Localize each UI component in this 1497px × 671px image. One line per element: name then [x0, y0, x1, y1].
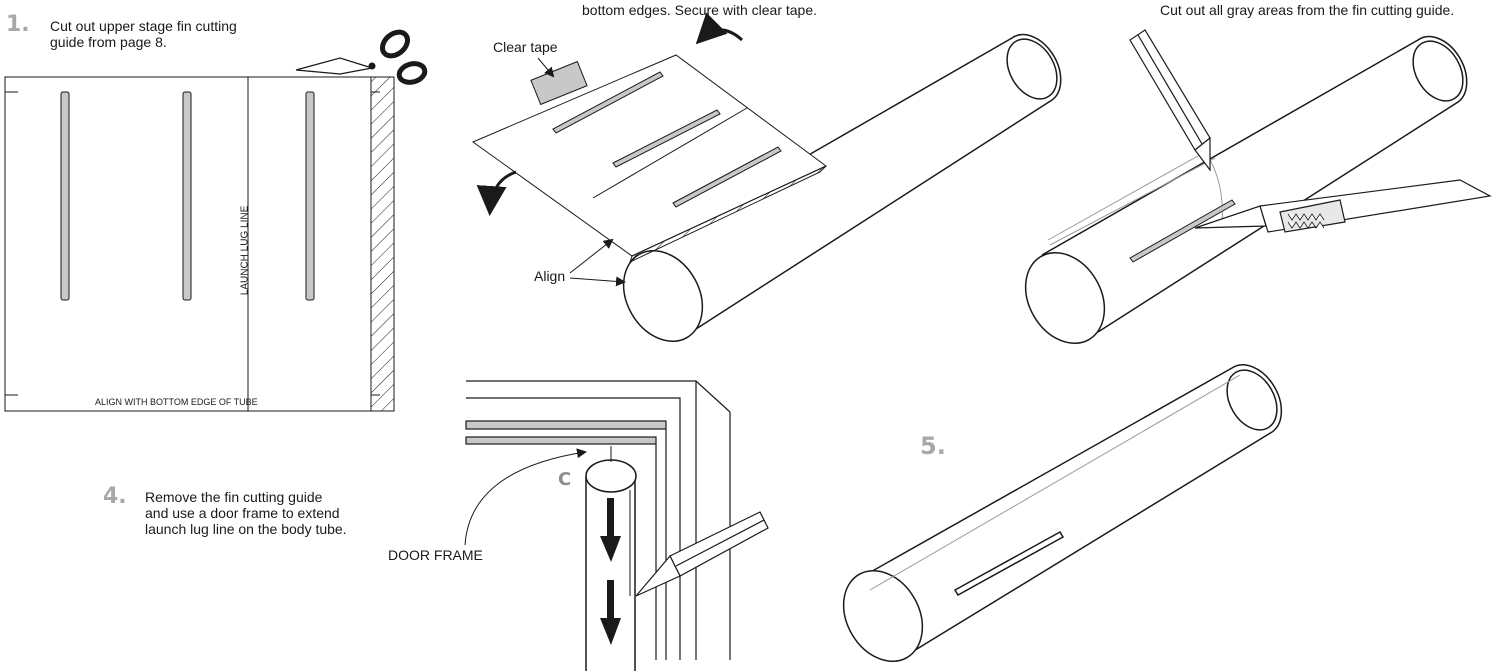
fold-arrow-top	[695, 12, 744, 45]
step-4-text: Remove the fin cutting guide and use a d…	[145, 489, 347, 537]
align-pointers	[569, 238, 626, 287]
door-frame-pointer	[464, 448, 587, 546]
hobby-knife-icon	[1194, 179, 1492, 233]
lug-line-step5	[869, 374, 1241, 591]
gray-slot-step3	[1129, 199, 1236, 263]
step-4-number: 4.	[103, 484, 127, 509]
step-5-number: 5.	[920, 432, 946, 460]
pencil-icon-step4	[635, 511, 769, 597]
fold-arrow-left	[476, 170, 517, 216]
gray-slots-step1	[60, 91, 315, 301]
tape-pointer	[537, 57, 555, 78]
door-frame	[465, 380, 731, 660]
pencil-icon-step3	[1129, 29, 1211, 172]
tube-letter-step4: C	[558, 469, 572, 490]
step-3-text: Cut out all gray areas from the fin cutt…	[1160, 2, 1455, 18]
align-label: Align	[534, 268, 566, 284]
direction-arrows	[600, 498, 621, 645]
fin-cutting-guide	[4, 76, 395, 412]
cutting-guide-step2	[471, 54, 827, 263]
body-tube-step2	[622, 33, 1062, 343]
align-bottom-label: ALIGN WITH BOTTOM EDGE OF TUBE	[95, 397, 258, 407]
cut-slot	[953, 530, 1065, 597]
door-frame-label: DOOR FRAME	[388, 547, 483, 563]
gray-slots-step2	[552, 71, 782, 208]
clear-tape-label: Clear tape	[493, 39, 558, 55]
scissors-icon	[295, 29, 428, 85]
step-1-number: 1.	[6, 12, 30, 37]
body-tube-step3	[1024, 35, 1468, 345]
body-tube-step4	[585, 446, 637, 671]
body-tube-step5	[842, 364, 1283, 663]
step-1-text: Cut out upper stage fin cutting guide fr…	[50, 18, 237, 50]
